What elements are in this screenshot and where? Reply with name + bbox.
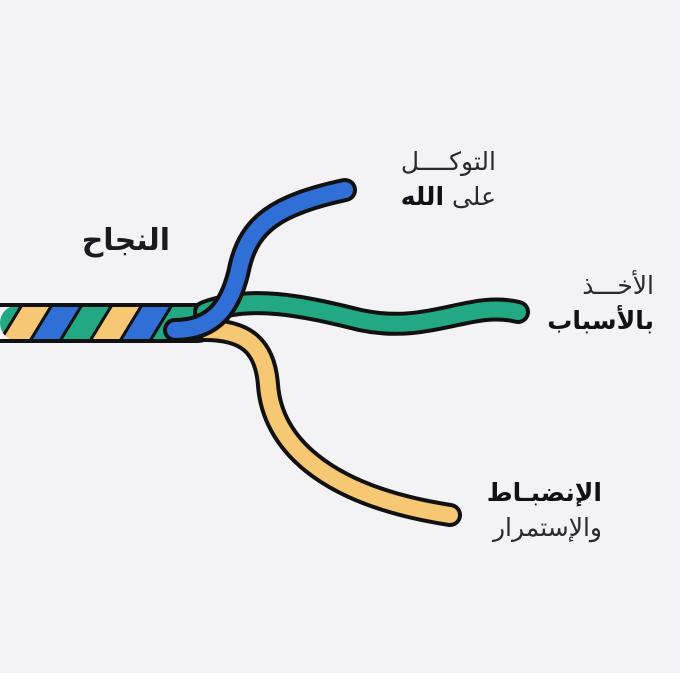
label-trust: التوكــــل على الله — [340, 147, 496, 212]
success-title: النجاح — [81, 223, 170, 258]
trust-line2-bold: الله — [400, 181, 445, 211]
means-line1: الأخـــذ — [582, 271, 654, 300]
strand-means-fill — [197, 295, 526, 332]
braid-segment — [0, 305, 55, 341]
strand-trust-fill — [167, 182, 353, 338]
braid-segment — [27, 305, 85, 341]
strand-discipline-fill — [197, 322, 458, 523]
braid-segment — [57, 305, 115, 341]
trust-line2-light: على — [451, 181, 496, 211]
trust-line2: على الله — [340, 181, 496, 212]
label-means: الأخـــذ بالأسباب — [480, 271, 654, 336]
means-line2: بالأسباب — [547, 305, 654, 335]
discipline-line2: والإستمرار — [492, 512, 602, 542]
strand-discipline — [193, 318, 462, 527]
braid-segment — [0, 305, 25, 341]
discipline-line1: الإنضبـاط — [486, 478, 602, 507]
label-discipline: الإنضبـاط والإستمرار — [440, 478, 602, 543]
trust-line1: التوكــــل — [400, 147, 496, 176]
braid-segment — [87, 305, 145, 341]
braid-segment — [117, 305, 175, 341]
